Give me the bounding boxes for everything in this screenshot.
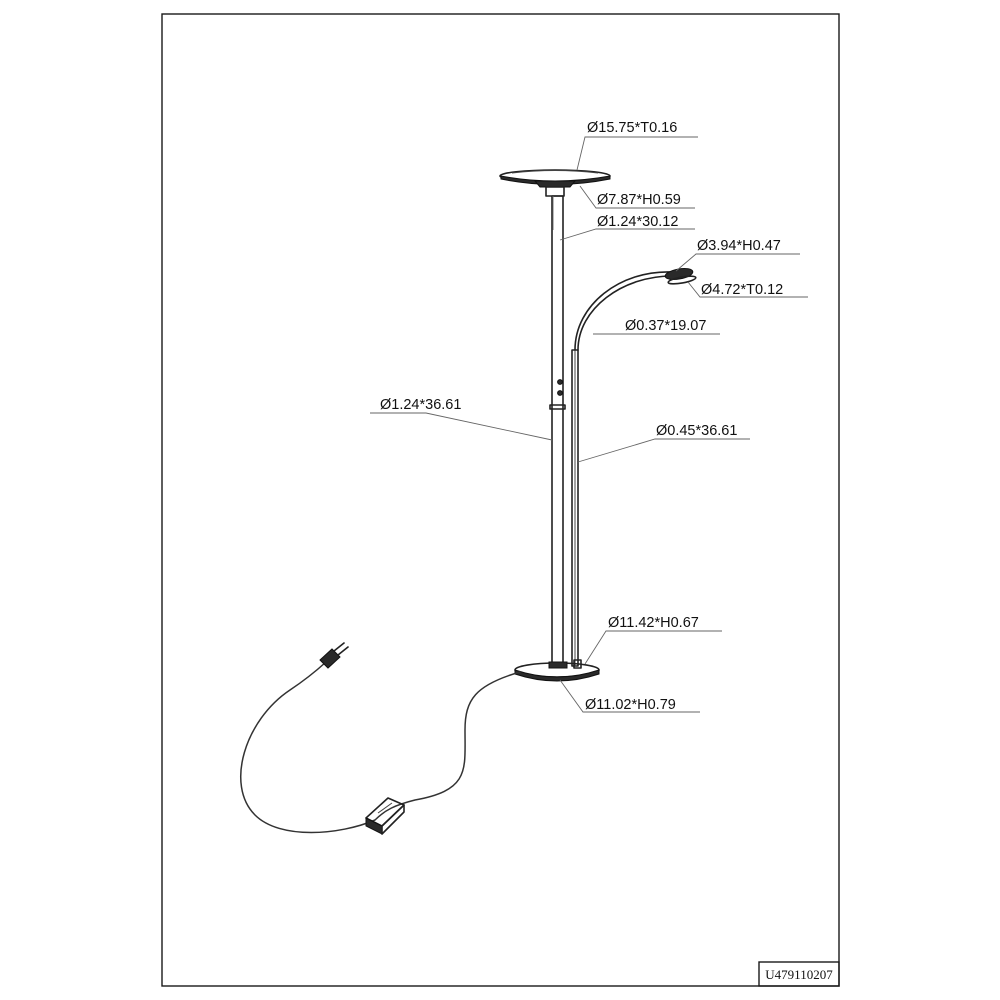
reading-head — [664, 268, 697, 285]
dim-gooseneck: Ø0.37*19.07 — [625, 318, 706, 334]
gooseneck — [574, 271, 673, 351]
dim-reading-pole: Ø0.45*36.61 — [656, 423, 737, 439]
power-cord — [240, 661, 521, 834]
dim-base-top: Ø11.42*H0.67 — [608, 615, 699, 631]
dim-top-hub: Ø7.87*H0.59 — [597, 192, 681, 208]
dim-upper-pole: Ø1.24*30.12 — [597, 214, 678, 230]
title-block: U479110207 — [758, 961, 840, 987]
dim-base-bottom: Ø11.02*H0.79 — [585, 697, 676, 713]
main-pole — [549, 195, 566, 667]
dim-reading-head: Ø3.94*H0.47 — [697, 238, 781, 254]
code-box — [758, 961, 840, 987]
drawing-frame — [161, 13, 840, 987]
reading-pole — [571, 349, 579, 667]
inline-switch — [365, 797, 405, 835]
dim-main-pole: Ø1.24*36.61 — [380, 397, 461, 413]
plug — [319, 642, 349, 669]
top-shade — [499, 169, 611, 197]
dimension-labels: Ø15.75*T0.16 Ø7.87*H0.59 Ø1.24*30.12 Ø3.… — [380, 120, 783, 713]
floor-lamp — [240, 169, 697, 835]
drawing-code: U479110207 — [765, 967, 833, 982]
base — [514, 659, 600, 682]
dim-reading-shade: Ø4.72*T0.12 — [701, 282, 783, 298]
dim-top-shade: Ø15.75*T0.16 — [587, 120, 677, 136]
leader-lines — [370, 136, 808, 713]
